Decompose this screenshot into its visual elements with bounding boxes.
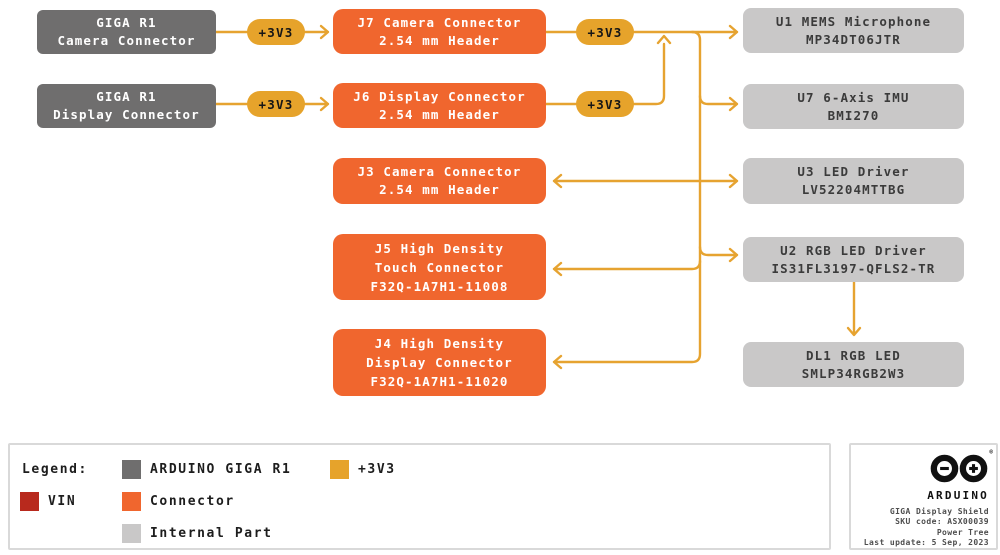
legend-swatch-connector bbox=[122, 492, 141, 511]
wire-j3-u3 bbox=[552, 173, 739, 189]
node-j5-touch-connector: J5 High Density Touch Connector F32Q-1A7… bbox=[333, 234, 546, 300]
node-label: U1 MEMS Microphone bbox=[775, 13, 932, 29]
doc-type: Power Tree bbox=[936, 527, 989, 537]
registered-mark: ® bbox=[989, 449, 993, 456]
node-label: SMLP34RGB2W3 bbox=[801, 365, 906, 381]
node-label: 2.54 mm Header bbox=[379, 32, 500, 48]
node-giga-r1-display-connector: GIGA R1 Display Connector bbox=[37, 84, 216, 128]
node-label: LV52204MTTBG bbox=[801, 182, 906, 197]
node-j7-camera-connector: J7 Camera Connector 2.54 mm Header bbox=[333, 9, 546, 54]
title-block: ® ARDUINO GIGA Display Shield SKU code: … bbox=[849, 443, 998, 550]
legend-label-connector: Connector bbox=[150, 494, 235, 509]
rail-badge-label: +3V3 bbox=[258, 96, 294, 112]
legend-swatch-vin bbox=[20, 492, 39, 511]
node-label: 2.54 mm Header bbox=[379, 106, 500, 122]
wire-rail-to-j7 bbox=[303, 24, 330, 40]
wire-trunk-to-j5 bbox=[552, 259, 702, 277]
node-label: Display Connector bbox=[53, 107, 200, 122]
rail-badge-label: +3V3 bbox=[258, 24, 294, 40]
node-label: GIGA R1 bbox=[96, 89, 157, 104]
doc-sku: SKU code: ASX00039 bbox=[895, 517, 989, 527]
arduino-wordmark: ARDUINO bbox=[927, 489, 989, 502]
wire-trunk-to-u7 bbox=[698, 94, 739, 112]
title-block-content: ® ARDUINO GIGA Display Shield SKU code: … bbox=[863, 449, 993, 549]
node-label: 2.54 mm Header bbox=[379, 182, 500, 197]
node-label: J3 Camera Connector bbox=[357, 164, 522, 179]
wire-j6-rail-up-join bbox=[632, 34, 672, 106]
node-label: J6 Display Connector bbox=[353, 88, 526, 104]
rail-badge-label: +3V3 bbox=[587, 24, 623, 40]
node-label: F32Q-1A7H1-11008 bbox=[370, 278, 509, 294]
legend-swatch-arduino-giga bbox=[122, 460, 141, 479]
node-label: GIGA R1 bbox=[96, 15, 157, 30]
rail-badge-3v3: +3V3 bbox=[247, 91, 305, 117]
node-label: U3 LED Driver bbox=[797, 164, 910, 179]
wire-trunk-to-j4 bbox=[552, 30, 702, 370]
rail-badge-3v3: +3V3 bbox=[576, 91, 634, 117]
node-label: Display Connector bbox=[366, 355, 513, 370]
node-label: J7 Camera Connector bbox=[357, 14, 522, 30]
rail-badge-label: +3V3 bbox=[587, 96, 623, 112]
node-j6-display-connector: J6 Display Connector 2.54 mm Header bbox=[333, 83, 546, 128]
node-label: Touch Connector bbox=[374, 259, 505, 275]
node-label: J4 High Density bbox=[374, 336, 505, 351]
node-u1-mems-microphone: U1 MEMS Microphone MP34DT06JTR bbox=[743, 8, 964, 53]
node-label: MP34DT06JTR bbox=[806, 31, 901, 47]
legend-label-internal-part: Internal Part bbox=[150, 526, 273, 541]
node-label: Camera Connector bbox=[57, 33, 196, 48]
node-giga-r1-camera-connector: GIGA R1 Camera Connector bbox=[37, 10, 216, 54]
wire-rail-to-u1 bbox=[632, 24, 739, 40]
node-u2-rgb-led-driver: U2 RGB LED Driver IS31FL3197-QFLS2-TR bbox=[743, 237, 964, 282]
doc-last-update: Last update: 5 Sep, 2023 bbox=[863, 538, 989, 548]
wire-u2-to-dl1 bbox=[846, 280, 862, 337]
rail-badge-3v3: +3V3 bbox=[576, 19, 634, 45]
node-u3-led-driver: U3 LED Driver LV52204MTTBG bbox=[743, 158, 964, 204]
node-label: U7 6-Axis IMU bbox=[797, 89, 910, 105]
wire-layer bbox=[214, 24, 862, 370]
node-dl1-rgb-led: DL1 RGB LED SMLP34RGB2W3 bbox=[743, 342, 964, 387]
legend-swatch-3v3 bbox=[330, 460, 349, 479]
node-label: U2 RGB LED Driver bbox=[780, 242, 927, 258]
node-label: DL1 RGB LED bbox=[806, 347, 901, 363]
legend-label-vin: VIN bbox=[48, 494, 77, 509]
wire-trunk-to-u2 bbox=[698, 245, 739, 263]
node-label: IS31FL3197-QFLS2-TR bbox=[771, 260, 936, 276]
legend-label-arduino-giga: ARDUINO GIGA R1 bbox=[150, 462, 292, 477]
node-label: BMI270 bbox=[827, 107, 880, 123]
node-u7-6-axis-imu: U7 6-Axis IMU BMI270 bbox=[743, 84, 964, 129]
node-j3-camera-connector: J3 Camera Connector 2.54 mm Header bbox=[333, 158, 546, 204]
wire-rail-to-j6 bbox=[303, 96, 330, 112]
legend-swatch-internal-part bbox=[122, 524, 141, 543]
legend: Legend: ARDUINO GIGA R1 +3V3 VIN Connect… bbox=[8, 443, 831, 550]
legend-label-3v3: +3V3 bbox=[358, 462, 396, 477]
node-label: J5 High Density bbox=[374, 240, 505, 256]
doc-title: GIGA Display Shield bbox=[889, 507, 989, 516]
legend-title: Legend: bbox=[22, 462, 88, 477]
node-label: F32Q-1A7H1-11020 bbox=[370, 374, 509, 389]
arduino-logo-icon: ® bbox=[929, 449, 993, 488]
rail-badge-3v3: +3V3 bbox=[247, 19, 305, 45]
node-j4-display-connector: J4 High Density Display Connector F32Q-1… bbox=[333, 329, 546, 396]
